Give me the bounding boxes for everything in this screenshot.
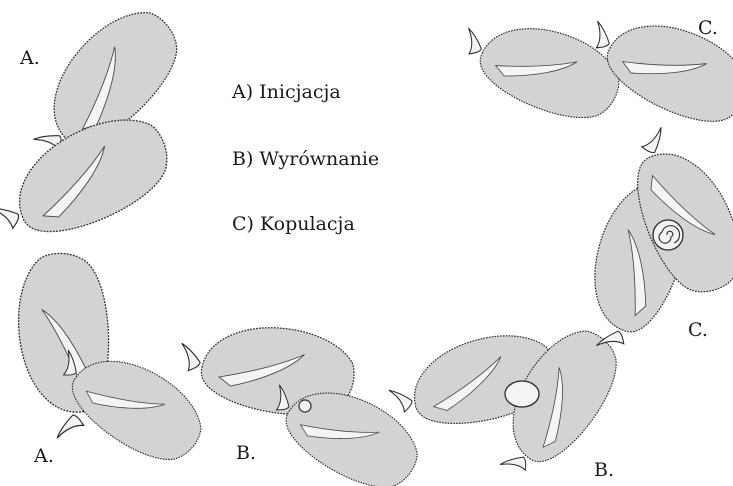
label-a-bottom: A. <box>33 445 54 467</box>
label-b-left: B. <box>236 442 256 464</box>
genital-contact <box>299 400 311 412</box>
snail-pair-b-left <box>176 318 431 486</box>
label-c-top: C. <box>698 17 718 39</box>
label-c-right: C. <box>688 319 708 341</box>
legend-item-b: B) Wyrównanie <box>232 148 379 170</box>
snail-pair-c-top <box>451 0 733 136</box>
spiral-coil <box>653 220 683 250</box>
snail-pair-a-bottom <box>11 249 215 475</box>
legend: A) Inicjacja B) Wyrównanie C) Kopulacja <box>231 81 379 235</box>
genital-contact <box>505 381 539 407</box>
snail-pair-a-top <box>0 0 194 264</box>
snail-body <box>451 6 629 130</box>
legend-item-c: C) Kopulacja <box>232 213 355 235</box>
legend-item-a: A) Inicjacja <box>231 81 341 103</box>
label-a-top: A. <box>19 47 40 69</box>
snail-pair-c-right <box>573 116 733 361</box>
label-b-right: B. <box>594 459 614 481</box>
